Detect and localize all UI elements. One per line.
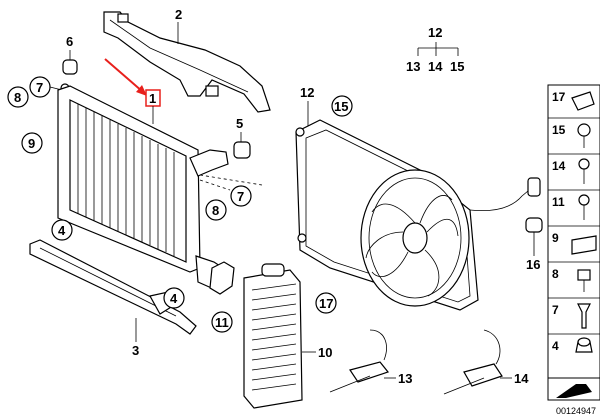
side-label-15: 15	[552, 123, 566, 137]
rubber-mount-5	[233, 141, 251, 159]
parts-side-panel: 17 15 14 11 9 8 7 4	[547, 84, 600, 401]
fan	[360, 169, 470, 307]
label-17: 17	[319, 296, 333, 311]
highlight-arrow	[104, 58, 144, 93]
label-10: 10	[318, 345, 332, 360]
label-8b: 8	[212, 203, 219, 218]
highlight-arrow-head	[136, 85, 147, 96]
circle-11	[211, 311, 233, 333]
label-11: 11	[215, 315, 229, 330]
label-8a: 8	[14, 90, 21, 105]
circle-4a	[51, 219, 73, 241]
label-4a: 4	[58, 223, 66, 238]
label-5: 5	[236, 116, 243, 131]
label-1: 1	[149, 91, 156, 106]
label-15a: 15	[450, 59, 464, 74]
side-label-4: 4	[552, 339, 559, 353]
upper-mount-bracket	[103, 11, 271, 113]
side-label-8: 8	[552, 267, 559, 281]
clip-16	[525, 217, 543, 233]
circle-15	[331, 95, 353, 117]
circle-7b	[230, 185, 252, 207]
bracket-13	[329, 329, 390, 393]
circle-4b	[163, 287, 185, 309]
side-label-11: 11	[552, 195, 565, 209]
label-2: 2	[175, 7, 182, 22]
label-14b: 14	[514, 371, 529, 386]
label-7b: 7	[237, 189, 244, 204]
label-13b: 13	[398, 371, 412, 386]
label-15b: 15	[334, 99, 348, 114]
label-6: 6	[66, 34, 73, 49]
side-label-14: 14	[552, 159, 566, 173]
bracket-14	[443, 329, 503, 395]
side-label-17: 17	[552, 90, 566, 104]
diagram-number: 00124947	[556, 406, 596, 416]
circle-8a	[7, 86, 29, 108]
label-7a: 7	[36, 80, 43, 95]
label-14a: 14	[428, 59, 443, 74]
label-3: 3	[132, 343, 139, 358]
label-9: 9	[28, 136, 35, 151]
intercooler	[243, 263, 303, 409]
label-4b: 4	[170, 291, 178, 306]
label-13a: 13	[406, 59, 420, 74]
side-label-7: 7	[552, 303, 559, 317]
circle-8b	[205, 199, 227, 221]
rubber-mount-6	[62, 59, 78, 75]
label-12a: 12	[428, 25, 442, 40]
circle-17	[315, 292, 337, 314]
label-16: 16	[526, 257, 540, 272]
side-label-9: 9	[552, 231, 559, 245]
circle-9	[21, 132, 43, 154]
radiator	[57, 85, 235, 295]
label-12b: 12	[300, 85, 314, 100]
